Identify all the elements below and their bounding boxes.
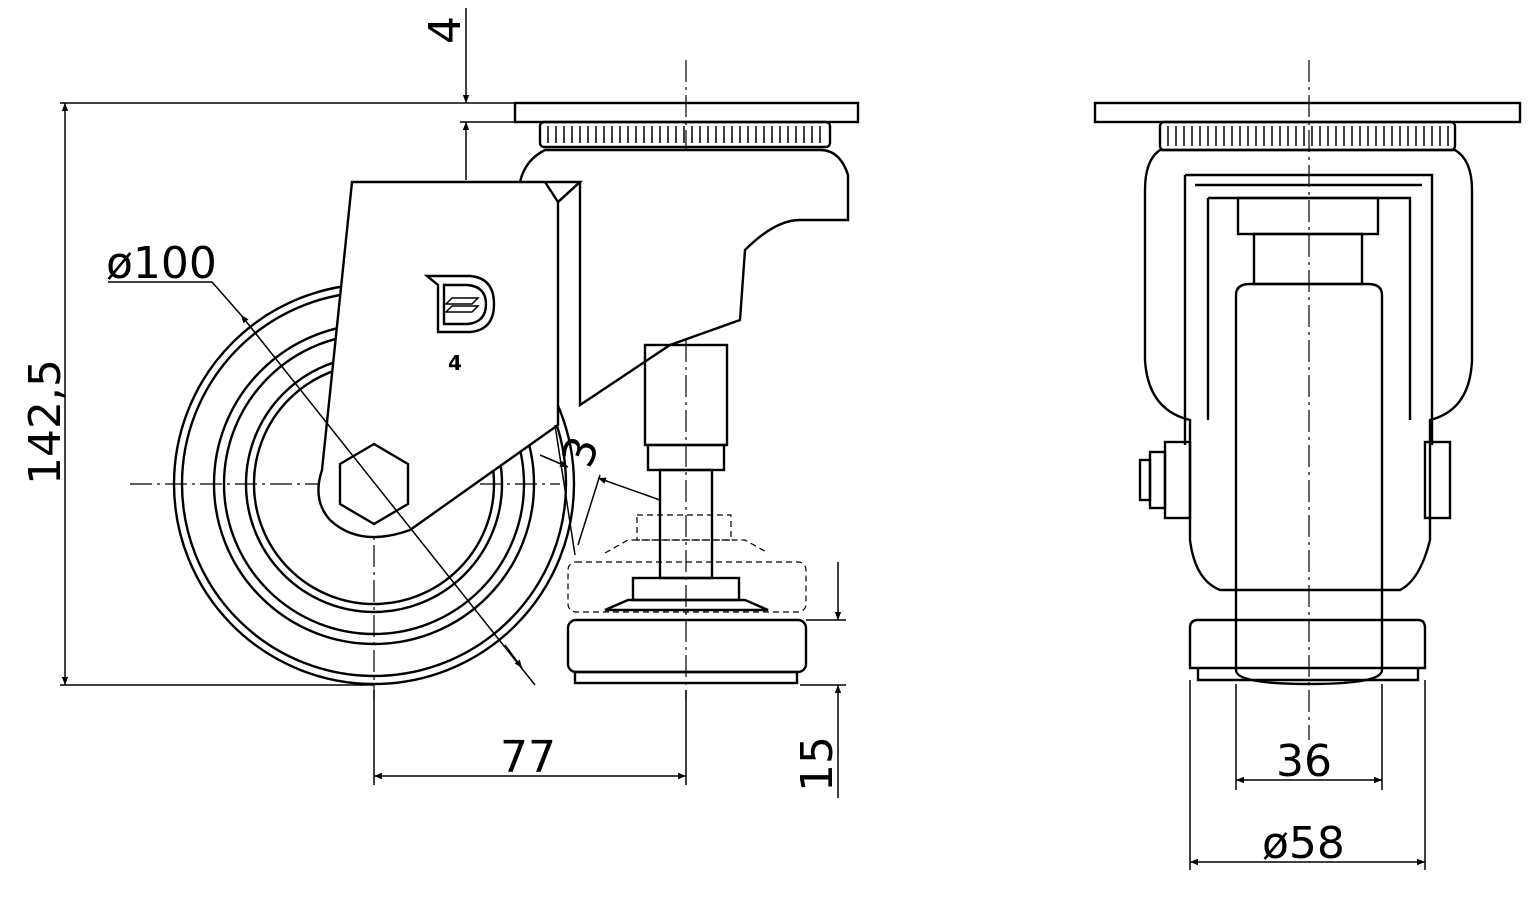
front-fork xyxy=(1143,148,1474,592)
front-view: 36 ø58 xyxy=(1093,60,1522,870)
dim-overall-height: 142,5 xyxy=(20,102,515,686)
raised-foot-outline xyxy=(567,514,807,613)
bearing-ring xyxy=(538,120,832,149)
dim-level-travel: 15 xyxy=(792,562,846,798)
logo: 4 xyxy=(423,274,496,375)
dim-text-4: 4 xyxy=(420,16,471,44)
logo-number: 4 xyxy=(448,351,462,375)
front-bearing xyxy=(1158,120,1457,152)
dim-text-36: 36 xyxy=(1276,736,1332,787)
front-foot xyxy=(1188,618,1427,682)
front-wheel xyxy=(1234,282,1384,686)
dim-text-15: 15 xyxy=(792,736,843,792)
dim-text-77: 77 xyxy=(500,732,556,783)
front-kingpin-block xyxy=(1236,196,1380,236)
dim-text-d58: ø58 xyxy=(1262,818,1345,869)
front-top-plate xyxy=(1093,101,1522,124)
dim-text-d100: ø100 xyxy=(106,238,217,289)
dim-wheel-width: 36 xyxy=(1235,684,1383,790)
dim-wheel-diameter: ø100 xyxy=(106,238,536,686)
dim-plate-thickness: 4 xyxy=(420,8,515,180)
dim-tread-diameter: ø58 xyxy=(1189,680,1426,870)
side-view: 4 4 142,5 xyxy=(20,8,860,798)
dim-text-142-5: 142,5 xyxy=(20,359,71,485)
dim-offset: 77 xyxy=(373,690,687,785)
axle-nut xyxy=(338,442,410,526)
leveling-foot xyxy=(566,343,808,685)
front-axle-nuts xyxy=(1138,440,1452,520)
fork xyxy=(317,148,850,539)
